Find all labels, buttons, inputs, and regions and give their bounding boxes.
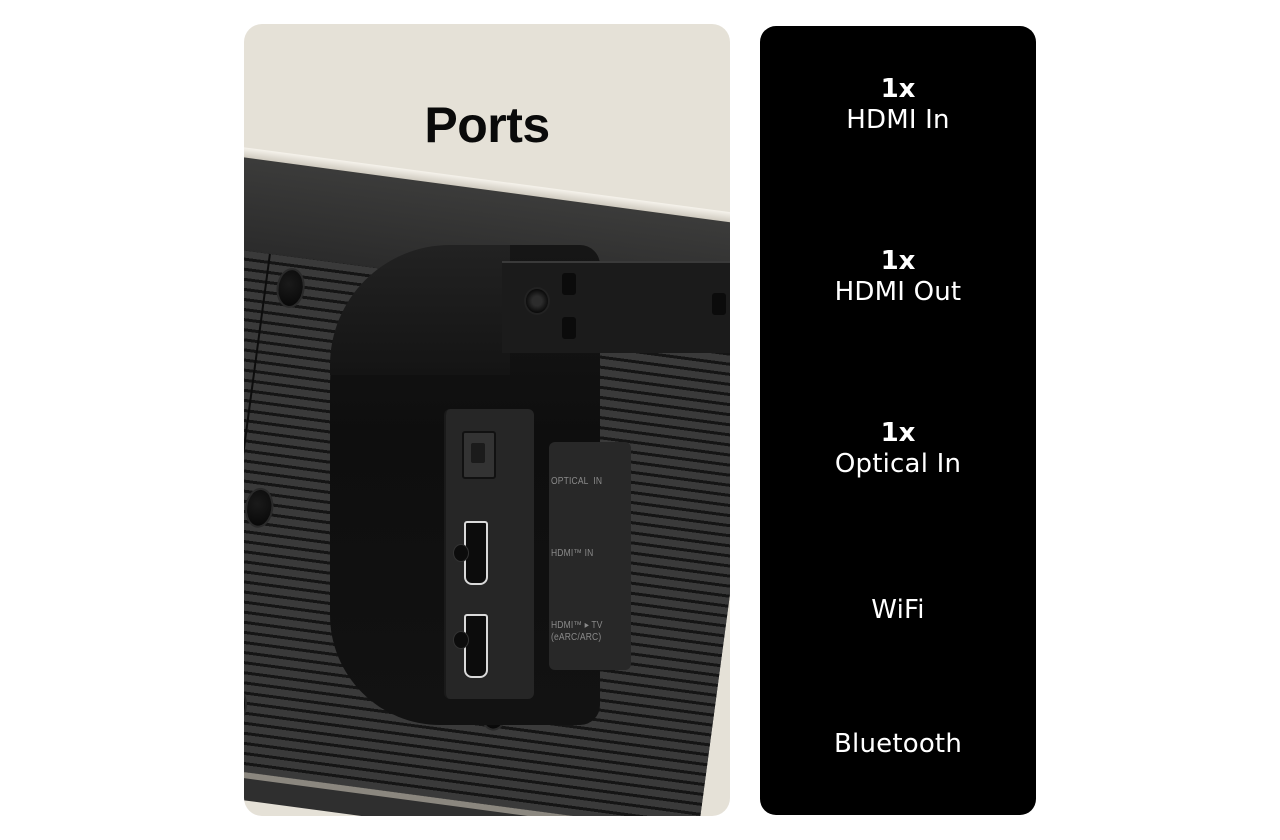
label-hdmi-in: HDMI™ IN xyxy=(551,548,594,559)
port-label-plate: OPTICAL IN HDMI™ IN HDMI™ ▸ TV (eARC/ARC… xyxy=(549,442,631,670)
hdmi-out-port-icon xyxy=(454,614,488,678)
soundbar-rear-illustration: OPTICAL IN HDMI™ IN HDMI™ ▸ TV (eARC/ARC… xyxy=(244,24,730,816)
spec-wifi: WiFi xyxy=(760,594,1036,626)
spec-name: Optical In xyxy=(834,449,962,479)
port-spec-card: 1x HDMI In 1x HDMI Out 1x Optical In WiF… xyxy=(760,26,1036,815)
bracket-slot xyxy=(562,317,576,339)
spec-name: HDMI Out xyxy=(834,277,962,307)
bracket-slot xyxy=(712,293,726,315)
spec-hdmi-in: 1x HDMI In xyxy=(760,74,1036,136)
optical-port-icon xyxy=(462,431,496,479)
spec-name: Bluetooth xyxy=(833,729,963,759)
spec-count: 1x xyxy=(880,246,916,276)
page-title: Ports xyxy=(424,97,550,153)
label-optical-in: OPTICAL IN xyxy=(551,476,603,487)
screw-icon xyxy=(526,289,548,313)
knob-icon xyxy=(454,632,468,648)
label-earc-arc: (eARC/ARC) xyxy=(551,632,602,643)
spec-optical-in: 1x Optical In xyxy=(760,418,1036,480)
spec-count: 1x xyxy=(880,418,916,448)
wall-bracket xyxy=(502,261,730,353)
label-hdmi-tv: HDMI™ ▸ TV xyxy=(551,620,603,631)
spec-name: HDMI In xyxy=(846,105,950,135)
knob-icon xyxy=(454,545,468,561)
spec-bluetooth: Bluetooth xyxy=(760,728,1036,760)
bracket-slot xyxy=(562,273,576,295)
hdmi-in-port-icon xyxy=(454,521,488,585)
spec-hdmi-out: 1x HDMI Out xyxy=(760,246,1036,308)
port-panel xyxy=(444,409,534,699)
spec-name: WiFi xyxy=(871,595,925,625)
product-photo-card: OPTICAL IN HDMI™ IN HDMI™ ▸ TV (eARC/ARC… xyxy=(244,24,730,816)
spec-count: 1x xyxy=(880,74,916,104)
